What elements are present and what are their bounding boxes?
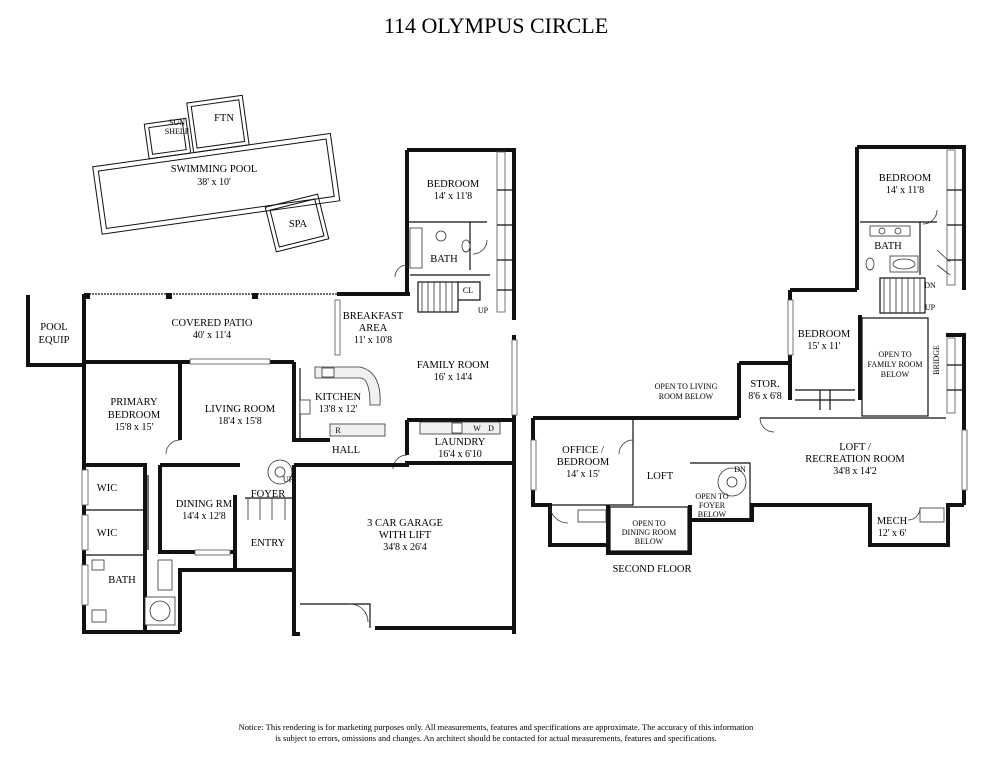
covered-patio-dim: 40' x 11'4: [193, 330, 231, 341]
fridge-label: R: [335, 426, 341, 435]
living-room-label: LIVING ROOM: [205, 404, 276, 415]
open-family-label-1: OPEN TO: [878, 350, 911, 359]
family-room-dim: 16' x 14'4: [434, 372, 473, 383]
bedroom-2-label: BEDROOM: [879, 173, 932, 184]
pool-equip-label-1: POOL: [40, 322, 67, 333]
bath-2-label: BATH: [874, 241, 902, 252]
open-living-label-2: ROOM BELOW: [659, 392, 714, 401]
plan-title: 114 OLYMPUS CIRCLE: [384, 13, 608, 38]
open-foyer-label-2: FOYER: [699, 501, 726, 510]
dining-label: DINING RM: [176, 499, 233, 510]
open-foyer-label-3: BELOW: [698, 510, 727, 519]
notice-line-2: is subject to errors, omissions and chan…: [275, 733, 717, 743]
open-family-label-2: FAMILY ROOM: [868, 360, 923, 369]
office-label-1: OFFICE /: [562, 445, 604, 456]
primary-bedroom-label-2: BEDROOM: [108, 410, 161, 421]
laundry-dim: 16'4 x 6'10: [438, 449, 482, 460]
fountain-label: FTN: [214, 113, 234, 124]
stair-dn-label: DN: [924, 281, 936, 290]
garage-dim: 34'8 x 26'4: [383, 542, 427, 553]
garage-label-1: 3 CAR GARAGE: [367, 518, 443, 529]
breakfast-label-1: BREAKFAST: [343, 311, 404, 322]
pool-label: SWIMMING POOL: [171, 164, 258, 175]
open-foyer-label-1: OPEN TO: [695, 492, 728, 501]
open-dining-label-2: DINING ROOM: [622, 528, 676, 537]
entry-label: ENTRY: [251, 538, 286, 549]
family-room-label: FAMILY ROOM: [417, 360, 490, 371]
pool-equip-label-2: EQUIP: [39, 335, 70, 346]
loft-rec-label-1: LOFT /: [839, 442, 871, 453]
loft-rec-label-2: RECREATION ROOM: [805, 454, 905, 465]
washer-label: W: [473, 424, 481, 433]
wic-2-label: WIC: [97, 528, 117, 539]
bedroom-1-dim: 14' x 11'8: [434, 191, 472, 202]
bedroom-3-label: BEDROOM: [798, 329, 851, 340]
primary-bath-label: BATH: [108, 575, 136, 586]
loft-small-label: LOFT: [647, 471, 674, 482]
pool-area: [92, 94, 341, 235]
garage-label-2: WITH LIFT: [379, 530, 432, 541]
bath-1-label: BATH: [430, 254, 458, 265]
stair-dn-2-label: DN: [734, 465, 746, 474]
bedroom-3-dim: 15' x 11': [807, 341, 840, 352]
sun-shelf-label-2: SHELF: [165, 127, 190, 136]
living-room-dim: 18'4 x 15'8: [218, 416, 262, 427]
notice-line-1: Notice: This rendering is for marketing …: [239, 722, 754, 732]
stair-up-2-label: UP: [925, 303, 936, 312]
open-dining-label-3: BELOW: [635, 537, 664, 546]
dryer-label: D: [488, 424, 494, 433]
breakfast-label-2: AREA: [359, 323, 388, 334]
pool-dim: 38' x 10': [197, 177, 231, 188]
mech-label: MECH: [877, 516, 908, 527]
open-living-label-1: OPEN TO LIVING: [655, 382, 718, 391]
storage-label: STOR.: [750, 379, 779, 390]
foyer-label: FOYER: [251, 489, 285, 500]
sun-shelf-label-1: SUN: [169, 118, 185, 127]
bedroom-2-dim: 14' x 11'8: [886, 185, 924, 196]
second-floor-label: SECOND FLOOR: [612, 564, 691, 575]
breakfast-dim: 11' x 10'8: [354, 335, 392, 346]
office-label-2: BEDROOM: [557, 457, 610, 468]
foyer-up-label: UP: [283, 475, 294, 484]
dining-dim: 14'4 x 12'8: [182, 511, 226, 522]
mech-dim: 12' x 6': [878, 528, 907, 539]
kitchen-dim: 13'8 x 12': [319, 404, 358, 415]
storage-dim: 8'6 x 6'8: [748, 391, 782, 402]
open-family-label-3: BELOW: [881, 370, 910, 379]
primary-bedroom-dim: 15'8 x 15': [115, 422, 154, 433]
bedroom-1-label: BEDROOM: [427, 179, 480, 190]
wic-1-label: WIC: [97, 483, 117, 494]
office-dim: 14' x 15': [566, 469, 600, 480]
open-dining-label-1: OPEN TO: [632, 519, 665, 528]
primary-bedroom-label-1: PRIMARY: [110, 397, 158, 408]
bridge-label: BRIDGE: [932, 345, 941, 375]
spa-label: SPA: [289, 219, 308, 230]
stair-up-label: UP: [478, 306, 489, 315]
hall-label: HALL: [332, 445, 360, 456]
laundry-label: LAUNDRY: [435, 437, 486, 448]
closet-label: CL: [463, 286, 473, 295]
kitchen-label: KITCHEN: [315, 392, 361, 403]
covered-patio-label: COVERED PATIO: [172, 318, 253, 329]
loft-rec-dim: 34'8 x 14'2: [833, 466, 877, 477]
